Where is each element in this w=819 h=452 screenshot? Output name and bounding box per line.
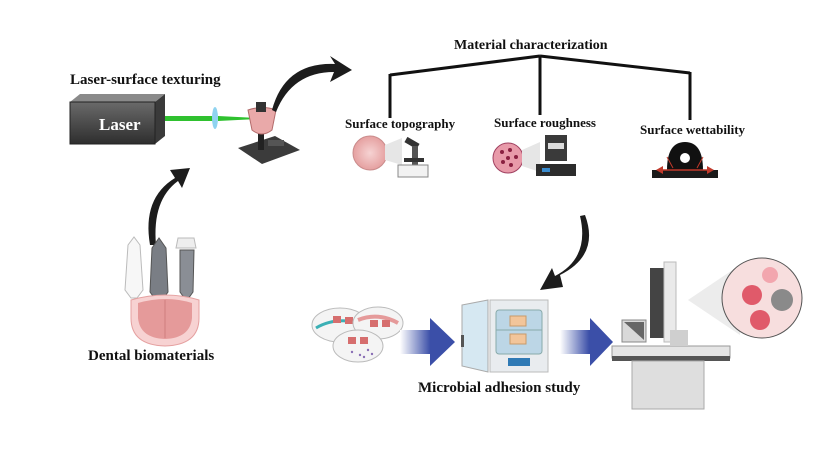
microbial-adhesion-label: Microbial adhesion study [418, 380, 581, 396]
cell-zoom-icon [688, 257, 803, 339]
branch-label-wettability: Surface wettability [640, 122, 746, 137]
dental-arch-icon [130, 294, 200, 347]
laser-stage-icon [238, 102, 300, 164]
incubator-icon [461, 299, 549, 373]
afm-icon [492, 135, 576, 176]
characterization-tree [388, 54, 692, 120]
branch-label-roughness: Surface roughness [494, 115, 596, 130]
sem-microscope-icon [611, 261, 731, 410]
dental-biomaterials-label: Dental biomaterials [88, 348, 215, 364]
laser-beam [165, 107, 258, 129]
microscope-icon [352, 135, 429, 178]
flow-arrow-1 [400, 318, 455, 366]
branch-label-topography: Surface topography [345, 116, 456, 131]
laser-texturing-label: Laser-surface texturing [70, 72, 221, 88]
petri-dishes-icon [311, 306, 404, 363]
laser-device-label: Laser [99, 115, 141, 134]
water-droplet-icon [652, 142, 718, 178]
arrow-to-laser [148, 168, 190, 245]
flow-arrow-2 [560, 318, 613, 366]
arrow-to-characterization [272, 56, 352, 112]
arrow-to-microbial [540, 215, 590, 290]
dental-implants-icon [124, 236, 197, 300]
characterization-title: Material characterization [454, 38, 608, 53]
laser-device: Laser [69, 94, 165, 145]
lens-icon [212, 107, 218, 129]
